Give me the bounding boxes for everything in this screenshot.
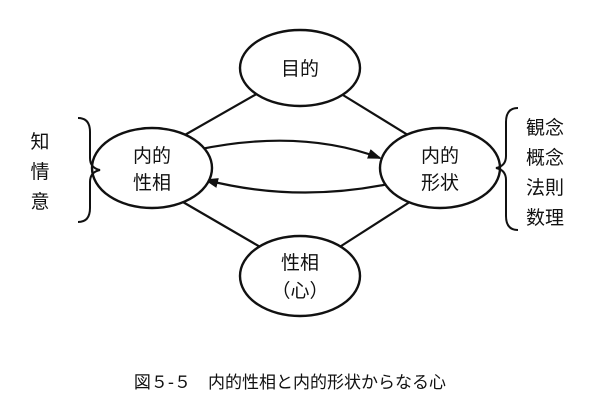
node-left-line2: 性相 — [133, 172, 171, 194]
right-side-item: 観念 — [526, 116, 564, 139]
edge-top-right — [337, 91, 417, 141]
node-left-line1: 内的 — [133, 145, 171, 167]
left-side-item: 情 — [30, 161, 49, 183]
edge-left-bottom — [175, 197, 263, 249]
right-side-list: 観念 概念 法則 数理 — [526, 116, 564, 229]
figure-caption: 図５-５ 内的性相と内的形状からなる心 — [134, 373, 446, 393]
connector-lines — [175, 91, 417, 249]
left-side-list: 知 情 意 — [30, 131, 49, 213]
arrow-left-to-right — [195, 139, 382, 160]
node-right-line1: 内的 — [421, 145, 459, 167]
node-right: 内的 形状 — [378, 126, 502, 210]
node-top-label: 目的 — [281, 58, 319, 80]
right-side-item: 概念 — [526, 146, 564, 169]
right-side-item: 数理 — [526, 207, 564, 229]
arrow-right-to-left — [204, 178, 399, 194]
left-side-item: 意 — [30, 191, 49, 213]
node-bottom-line2: （心） — [271, 280, 328, 302]
left-brace — [77, 117, 101, 223]
left-side-item: 知 — [30, 131, 49, 153]
node-top: 目的 — [238, 28, 362, 108]
edge-top-left — [175, 91, 261, 141]
edge-right-bottom — [337, 197, 417, 249]
node-bottom-line1: 性相 — [281, 252, 319, 274]
node-bottom: 性相 （心） — [238, 234, 362, 318]
node-right-line2: 形状 — [421, 172, 459, 194]
right-brace — [495, 107, 519, 231]
right-side-item: 法則 — [526, 177, 564, 199]
node-left: 内的 性相 — [90, 126, 214, 210]
